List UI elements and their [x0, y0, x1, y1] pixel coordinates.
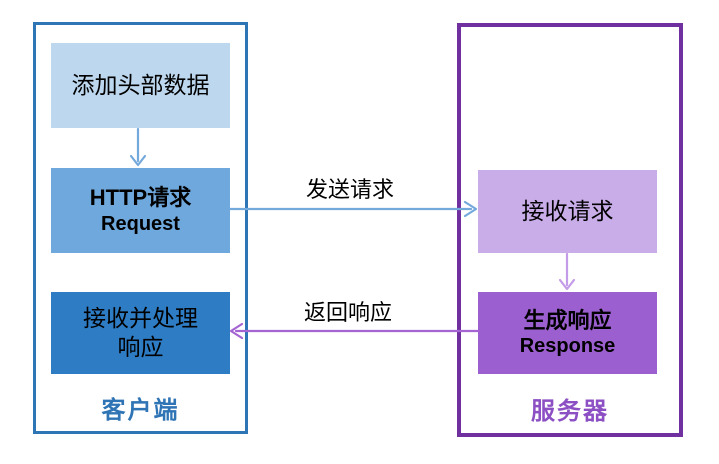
server-response-box: 生成响应 Response: [478, 292, 657, 374]
server-container: 接收请求 生成响应 Response 服务器: [457, 23, 683, 437]
add-header-box: 添加头部数据: [51, 43, 230, 128]
send-request-arrow: [228, 200, 478, 218]
client-container: 添加头部数据 HTTP请求 Request 接收并处理 响应 客户端: [33, 22, 248, 434]
client-receive-label-line2: 响应: [117, 334, 164, 360]
server-receive-label: 接收请求: [521, 198, 614, 225]
http-request-label-en: Request: [101, 212, 180, 235]
client-receive-label-line1: 接收并处理: [83, 305, 198, 332]
http-request-label-cn: HTTP请求: [89, 185, 192, 211]
server-response-label-en: Response: [519, 335, 616, 358]
return-response-label: 返回响应: [303, 300, 392, 325]
server-response-label-cn: 生成响应: [523, 307, 612, 333]
server-label: 服务器: [531, 398, 609, 425]
server-receive-box: 接收请求: [478, 170, 657, 253]
http-request-box: HTTP请求 Request: [51, 168, 230, 253]
client-receive-box: 接收并处理 响应: [51, 292, 230, 374]
client-label: 客户端: [101, 397, 180, 424]
send-request-label: 发送请求: [305, 177, 394, 202]
add-header-label: 添加头部数据: [71, 72, 210, 99]
